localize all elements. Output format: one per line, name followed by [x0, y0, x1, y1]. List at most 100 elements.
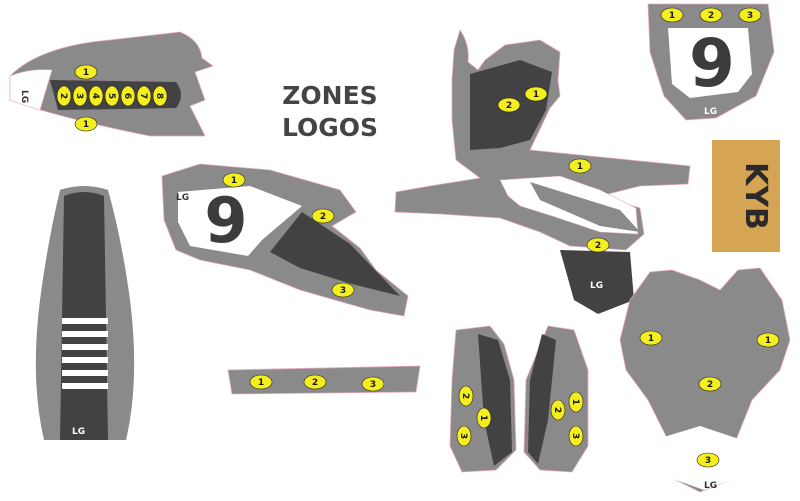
marker-oval [56, 85, 72, 107]
marker-oval [88, 85, 104, 107]
marker-oval [639, 330, 663, 346]
front-fender-logo: LG [704, 481, 717, 491]
logo-zone-marker-radiator-shroud: 1 [524, 86, 548, 102]
kyb-fork-sticker [712, 140, 780, 252]
marker-number: 1 [258, 378, 264, 388]
marker-oval [74, 64, 98, 80]
marker-oval [361, 376, 385, 392]
logo-zone-marker-fork-guard-right: 3 [568, 425, 584, 447]
marker-number: 1 [765, 336, 771, 346]
marker-number: 2 [320, 212, 326, 222]
marker-oval [120, 85, 136, 107]
marker-number: 1 [478, 415, 488, 421]
logo-zone-marker-fork-guard-left: 3 [456, 425, 472, 447]
marker-oval [311, 208, 335, 224]
marker-oval [249, 374, 273, 390]
kyb-logo: KYB [738, 162, 773, 230]
title-line-1: ZONES [282, 81, 377, 110]
marker-oval [456, 425, 472, 447]
logo-zone-marker-rear-fender: 7 [136, 85, 152, 107]
title-line-2: LOGOS [282, 113, 378, 142]
front-plate-number: 9 [689, 25, 735, 102]
marker-number: 1 [669, 11, 675, 21]
marker-oval [586, 237, 610, 253]
rear-fender-logo: LG [19, 90, 29, 103]
marker-oval [568, 158, 592, 174]
marker-number: 3 [705, 456, 711, 466]
marker-number: 5 [106, 93, 116, 99]
marker-oval [303, 374, 327, 390]
logo-zone-marker-rear-fender: 2 [56, 85, 72, 107]
marker-oval [222, 172, 246, 188]
logo-zone-marker-rear-fender: 3 [72, 85, 88, 107]
marker-number: 2 [708, 11, 714, 21]
marker-oval [756, 332, 780, 348]
logo-zone-marker-shroud-left: 3 [331, 282, 355, 298]
marker-number: 2 [552, 407, 562, 413]
marker-number: 3 [74, 93, 84, 99]
marker-oval [74, 116, 98, 132]
logo-zone-marker-front-plate: 1 [660, 7, 684, 23]
marker-oval [331, 282, 355, 298]
logo-zone-marker-rear-fender: 1 [74, 116, 98, 132]
logo-zone-marker-swingarm: 3 [361, 376, 385, 392]
logo-zone-marker-front-fender: 1 [756, 332, 780, 348]
seat-stripes [62, 318, 108, 389]
seat-cover [35, 186, 135, 440]
marker-oval [497, 97, 521, 113]
logo-zone-marker-front-fender: 2 [698, 376, 722, 392]
side-number-panel-right [560, 250, 634, 314]
marker-number: 3 [570, 433, 580, 439]
marker-number: 7 [138, 93, 148, 99]
marker-number: 3 [458, 433, 468, 439]
seat-logo: LG [72, 427, 85, 437]
marker-oval [524, 86, 548, 102]
marker-number: 2 [312, 378, 318, 388]
marker-number: 1 [83, 120, 89, 130]
side-number-panel-left [161, 163, 409, 317]
marker-oval [104, 85, 120, 107]
marker-oval [72, 85, 88, 107]
logo-zone-marker-front-fender: 3 [696, 452, 720, 468]
side-panel-number: 9 [204, 184, 247, 257]
logo-zone-marker-rear-fender: 4 [88, 85, 104, 107]
logo-zone-marker-fork-guard-left: 2 [458, 385, 474, 407]
marker-number: 4 [90, 93, 100, 99]
logo-zone-marker-swingarm: 2 [303, 374, 327, 390]
marker-oval [458, 385, 474, 407]
logo-zone-marker-shroud-left: 2 [311, 208, 335, 224]
marker-oval [698, 376, 722, 392]
marker-oval [476, 407, 492, 429]
logo-zone-marker-fork-guard-right: 1 [568, 391, 584, 413]
marker-number: 8 [154, 93, 164, 99]
logo-zone-marker-radiator-shroud: 1 [568, 158, 592, 174]
logo-zone-marker-front-plate: 3 [738, 7, 762, 23]
marker-oval [660, 7, 684, 23]
marker-number: 1 [83, 68, 89, 78]
marker-oval [152, 85, 168, 107]
side-panel-left-logo: LG [176, 193, 189, 203]
marker-number: 2 [58, 93, 68, 99]
marker-number: 2 [506, 101, 512, 111]
marker-oval [696, 452, 720, 468]
logo-zone-marker-radiator-shroud: 2 [497, 97, 521, 113]
marker-number: 2 [595, 241, 601, 251]
logo-zone-marker-radiator-shroud: 2 [586, 237, 610, 253]
logo-zone-marker-rear-fender: 1 [74, 64, 98, 80]
marker-oval [699, 7, 723, 23]
marker-oval [738, 7, 762, 23]
side-panel-logo: LG [590, 281, 603, 291]
marker-number: 3 [747, 11, 753, 21]
logo-zone-marker-fork-guard-right: 2 [550, 399, 566, 421]
logo-zone-marker-swingarm: 1 [249, 374, 273, 390]
front-number-plate [647, 3, 775, 121]
marker-number: 6 [122, 93, 132, 99]
marker-number: 3 [340, 286, 346, 296]
marker-number: 1 [648, 334, 654, 344]
marker-oval [136, 85, 152, 107]
front-plate-logo: LG [704, 107, 717, 117]
logo-zone-marker-front-fender: 1 [639, 330, 663, 346]
marker-number: 2 [460, 393, 470, 399]
